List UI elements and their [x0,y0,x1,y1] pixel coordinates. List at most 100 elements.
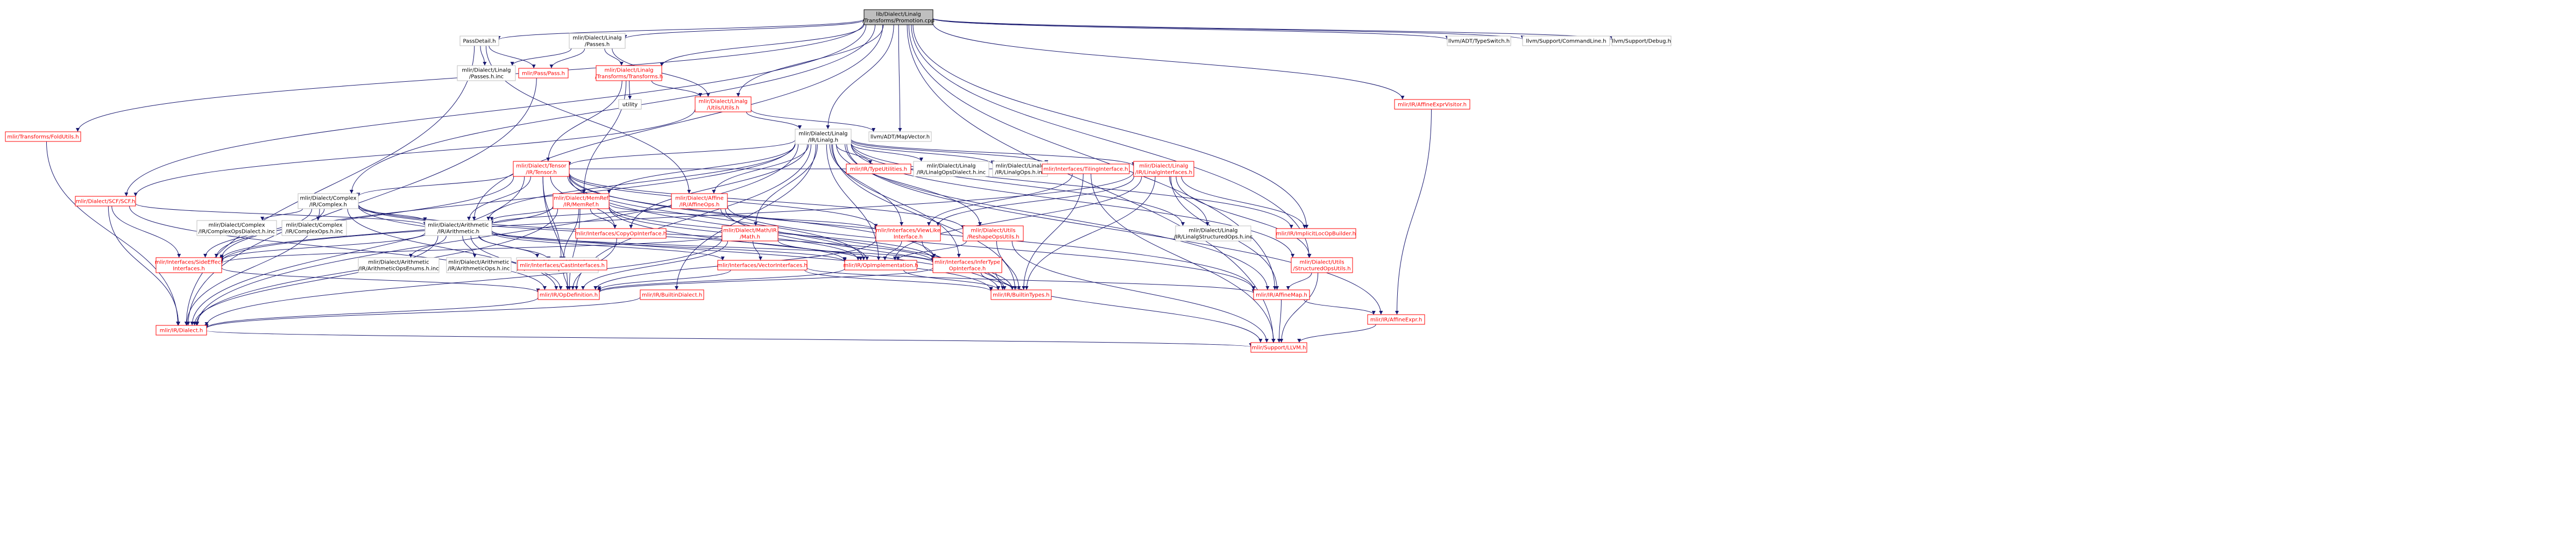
edge-linalg_passes-to-transforms [604,48,624,66]
node-label: /IR/LinalgInterfaces.h [1135,170,1192,176]
node-dialect[interactable]: mlir/IR/Dialect.h [155,325,207,336]
node-mapvector[interactable]: llvm/ADT/MapVector.h [868,131,932,142]
node-label: mlir/IR/AffineExpr.h [1370,317,1422,323]
edge-tensor-to-castinterfaces [542,176,563,261]
node-structuredopsutils[interactable]: mlir/Dialect/Utils/StructuredOpsUtils.h [1291,257,1353,273]
node-box [695,96,752,112]
node-vectorinterfaces[interactable]: mlir/Interfaces/VectorInterfaces.h [717,260,808,271]
edge-infertype-to-llvm [995,272,1263,343]
node-arith[interactable]: mlir/Dialect/Arithmetic/IR/Arithmetic.h [424,220,492,236]
node-builtintypes[interactable]: mlir/IR/BuiltinTypes.h [990,289,1052,300]
node-box [1175,225,1251,241]
node-utility[interactable]: utility [618,99,642,110]
node-debug[interactable]: llvm/Support/Debug.h [1611,35,1672,46]
node-arithopsenums_inc[interactable]: mlir/Dialect/Arithmetic/IR/ArithmeticOps… [358,257,440,273]
edge-complex-to-builtintypes [358,205,993,291]
node-label: mlir/Dialect/Linalg [926,164,975,169]
node-box [990,289,1052,300]
node-affineexpr[interactable]: mlir/IR/AffineExpr.h [1367,314,1425,325]
node-commandline[interactable]: llvm/Support/CommandLine.h [1522,35,1610,46]
node-reshapeopsutils[interactable]: mlir/Dialect/Utils/ReshapeOpsUtils.h [963,225,1024,241]
node-label: mlir/Interfaces/ViewLike [876,228,940,234]
node-box [155,257,222,273]
node-box [569,33,626,49]
node-box [513,161,570,177]
node-box [1133,161,1194,177]
node-complexopsdialect_inc[interactable]: mlir/Dialect/Complex/IR/ComplexOpsDialec… [196,220,277,236]
node-box [875,225,941,241]
edge-linalginterfaces-to-builtintypes [1024,176,1156,290]
node-opdefinition[interactable]: mlir/IR/OpDefinition.h [537,289,600,300]
node-linalgops_inc[interactable]: mlir/Dialect/Linalg/IR/LinalgOps.h.inc [992,161,1048,177]
node-passdetail[interactable]: PassDetail.h [459,35,499,46]
edge-linalg_ir-to-linalgstructured_inc [851,143,1185,226]
node-label: mlir/Interfaces/SideEffect [155,260,223,266]
node-pass_pass[interactable]: mlir/Pass/Pass.h [518,68,569,79]
edge-linalg_ir-to-opimpl [826,144,881,261]
edge-transforms-to-linalg_utils [651,80,703,97]
node-opimpl[interactable]: mlir/IR/OpImplementation.h [843,260,918,271]
node-affinemap[interactable]: mlir/IR/AffineMap.h [1253,289,1310,300]
edge-vectorinterfaces-to-affinemap [806,267,1256,294]
node-copyop[interactable]: mlir/Interfaces/CopyOpInterface.h [575,228,667,239]
edge-scf-to-sideeffect [111,205,181,258]
node-box [1253,289,1310,300]
node-linalgstructured_inc[interactable]: mlir/Dialect/Linalg/IR/LinalgStructuredO… [1174,225,1252,241]
edge-linalg_ir-to-linalginterfaces [851,139,1136,167]
edge-root-to-implicitlocop [912,24,1309,229]
node-label: mlir/Dialect/Complex [209,223,265,229]
node-linalginterfaces[interactable]: mlir/Dialect/Linalg/IR/LinalgInterfaces.… [1133,161,1194,177]
node-linalg_passes[interactable]: mlir/Dialect/Linalg/Passes.h [569,33,626,49]
edge-math-to-opdefinition [581,240,728,290]
node-typeswitch[interactable]: llvm/ADT/TypeSwitch.h [1447,35,1511,46]
node-label: mlir/Dialect/Math/IR [723,228,776,234]
edge-root-to-arith [472,24,883,221]
node-linalg_passes_inc[interactable]: mlir/Dialect/Linalg/Passes.h.inc [457,65,516,81]
node-scf[interactable]: mlir/Dialect/SCF/SCF.h [75,196,136,207]
edge-root-to-mapvector [898,24,902,132]
node-box [717,260,808,271]
node-transforms[interactable]: mlir/Dialect/Linalg/Transforms/Transform… [595,65,663,81]
node-label: mlir/IR/OpImplementation.h [843,263,918,269]
edge-tiling-to-llvm [1091,173,1276,343]
edge-arith-to-opimpl [491,231,847,262]
node-tiling[interactable]: mlir/Interfaces/TilingInterface.h [1042,164,1130,174]
node-arithops_inc[interactable]: mlir/Dialect/Arithmetic/IR/ArithmeticOps… [446,257,512,273]
node-box [721,225,779,241]
node-box [596,65,662,81]
node-typeutilities[interactable]: mlir/IR/TypeUtilities.h [846,164,911,174]
edge-opimpl-to-opdefinition [597,268,845,293]
node-affineops[interactable]: mlir/Dialect/Affine/IR/AffineOps.h [671,193,728,209]
node-tensor[interactable]: mlir/Dialect/Tensor/IR/Tensor.h [513,161,570,177]
node-complex[interactable]: mlir/Dialect/Complex/IR/Complex.h [298,193,359,209]
node-castinterfaces[interactable]: mlir/Interfaces/CastInterfaces.h [517,260,607,271]
node-box [640,289,704,300]
node-math[interactable]: mlir/Dialect/Math/IR/Math.h [721,225,779,241]
node-implicitlocop[interactable]: mlir/IR/ImplicitLocOpBuilder.h [1276,228,1356,239]
node-label: mlir/Dialect/Linalg [604,68,653,74]
node-memref[interactable]: mlir/Dialect/MemRef/IR/MemRef.h [553,193,610,209]
node-foldutils[interactable]: mlir/Transforms/FoldUtils.h [5,131,81,142]
edge-linalg_ir-to-sideeffect [220,142,796,259]
edge-complex-to-complexops_inc [316,208,325,221]
edge-passdetail-to-dialect [184,45,475,326]
node-affineexprvisitor[interactable]: mlir/IR/AffineExprVisitor.h [1394,99,1470,110]
node-linalg_utils[interactable]: mlir/Dialect/Linalg/Utils/Utils.h [695,96,752,112]
node-builtindialect[interactable]: mlir/IR/BuiltinDialect.h [640,289,704,300]
node-linalgopsdialect_inc[interactable]: mlir/Dialect/Linalg/IR/LinalgOpsDialect.… [913,161,989,177]
node-llvm[interactable]: mlir/Support/LLVM.h [1250,342,1307,353]
node-label: /Math.h [740,234,760,240]
edge-root-to-linalg_passes [623,19,865,39]
edge-linalg_ir-to-typeutilities [836,144,873,165]
node-linalg_ir[interactable]: mlir/Dialect/Linalg/IR/Linalg.h [795,129,852,145]
edge-linalg_ir-to-reshapeopsutils [836,144,982,226]
edge-memref-to-opdefinition [567,208,581,290]
edge-linalginterfaces-to-implicitlocop [1181,176,1307,229]
edge-linalg_ir-to-linalgopsdialect_inc [851,143,923,162]
node-label: mlir/Transforms/FoldUtils.h [7,134,79,140]
edge-reshapeopsutils-to-opimpl [896,240,967,261]
node-complexops_inc[interactable]: mlir/Dialect/Complex/IR/ComplexOps.h.inc [281,220,347,236]
